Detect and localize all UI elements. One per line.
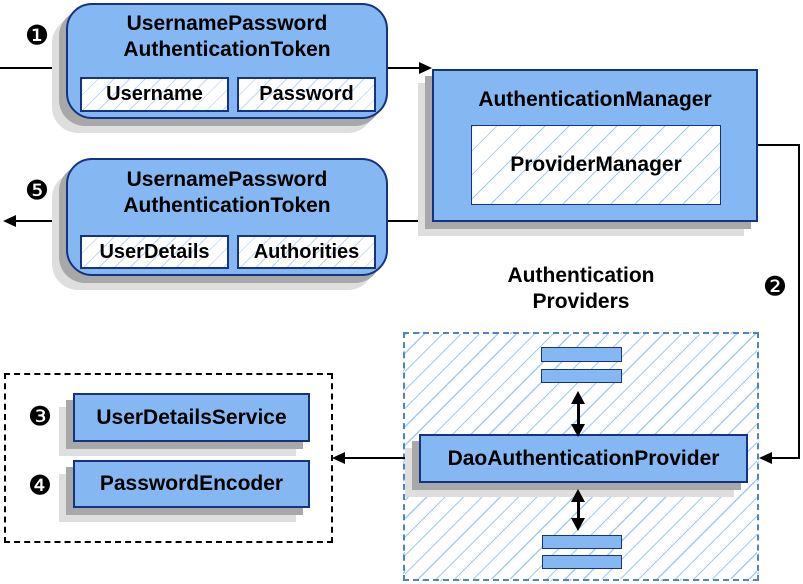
password-field-label: Password xyxy=(259,83,354,105)
double-arrow-bottom-up-icon xyxy=(571,489,585,502)
userdetails-field-label: UserDetails xyxy=(99,240,210,263)
provider-manager-label: ProviderManager xyxy=(510,153,682,176)
double-arrow-top-up-icon xyxy=(571,391,585,404)
password-field-box: Password xyxy=(237,77,376,112)
double-arrow-top-shaft xyxy=(577,402,580,426)
connector-step1-incoming xyxy=(0,67,66,69)
arrowhead-into-services-icon xyxy=(332,452,345,464)
authentication-manager-box: AuthenticationManager ProviderManager xyxy=(432,69,758,222)
username-field-label: Username xyxy=(106,83,203,105)
connector-token-to-manager xyxy=(388,67,422,69)
request-token-title-line1: UsernamePassword xyxy=(126,12,328,35)
providers-group-title-line1: Authentication xyxy=(507,264,655,287)
user-details-service-label: UserDetailsService xyxy=(96,405,287,429)
response-token-title-line2: AuthenticationToken xyxy=(123,194,331,217)
password-encoder-box: PasswordEncoder xyxy=(73,460,310,508)
response-token-title: UsernamePassword AuthenticationToken xyxy=(68,167,386,219)
double-arrow-top-down-icon xyxy=(571,424,585,437)
double-arrow-bottom-down-icon xyxy=(571,518,585,531)
userdetails-field-box: UserDetails xyxy=(80,235,229,269)
provider-stack-top-bar1 xyxy=(541,347,622,362)
connector-token5-out xyxy=(15,220,66,222)
providers-group-title: Authentication Providers xyxy=(480,263,682,315)
authorities-field-box: Authorities xyxy=(237,235,376,269)
connector-manager-right-v xyxy=(798,144,800,459)
providers-group-title-line2: Providers xyxy=(532,290,630,313)
authentication-manager-title: AuthenticationManager xyxy=(478,88,712,111)
step5-badge: ❺ xyxy=(24,175,50,207)
provider-stack-top-bar2 xyxy=(541,369,622,383)
request-token-title: UsernamePassword AuthenticationToken xyxy=(68,11,386,63)
password-encoder-label: PasswordEncoder xyxy=(99,472,284,495)
step4-badge: ❹ xyxy=(27,470,53,502)
connector-into-provider-h xyxy=(770,457,800,459)
double-arrow-bottom-shaft xyxy=(577,500,580,520)
provider-stack-bottom-bar1 xyxy=(542,535,622,549)
response-token-title-line1: UsernamePassword xyxy=(126,168,328,191)
dao-authentication-provider-label: DaoAuthenticationProvider xyxy=(447,446,720,470)
user-details-service-box: UserDetailsService xyxy=(73,393,310,442)
step1-badge: ❶ xyxy=(24,20,50,52)
arrowhead-into-manager-icon xyxy=(419,62,432,74)
username-field-box: Username xyxy=(80,77,229,112)
provider-manager-box: ProviderManager xyxy=(471,125,721,205)
step3-badge: ❸ xyxy=(27,401,53,433)
arrowhead-step5-out-icon xyxy=(3,215,16,227)
provider-stack-bottom-bar2 xyxy=(542,555,622,569)
connector-manager-right-h xyxy=(758,144,800,146)
request-token-title-line2: AuthenticationToken xyxy=(123,38,331,61)
authorities-field-label: Authorities xyxy=(253,240,360,263)
response-token-box: UsernamePassword AuthenticationToken Use… xyxy=(66,158,388,276)
request-token-box: UsernamePassword AuthenticationToken Use… xyxy=(66,3,388,119)
arrowhead-into-provider-icon xyxy=(759,452,772,464)
step2-badge: ❷ xyxy=(762,271,788,303)
connector-manager-to-token5 xyxy=(388,220,432,222)
dao-authentication-provider-box: DaoAuthenticationProvider xyxy=(419,434,748,483)
connector-provider-to-services xyxy=(344,457,420,459)
